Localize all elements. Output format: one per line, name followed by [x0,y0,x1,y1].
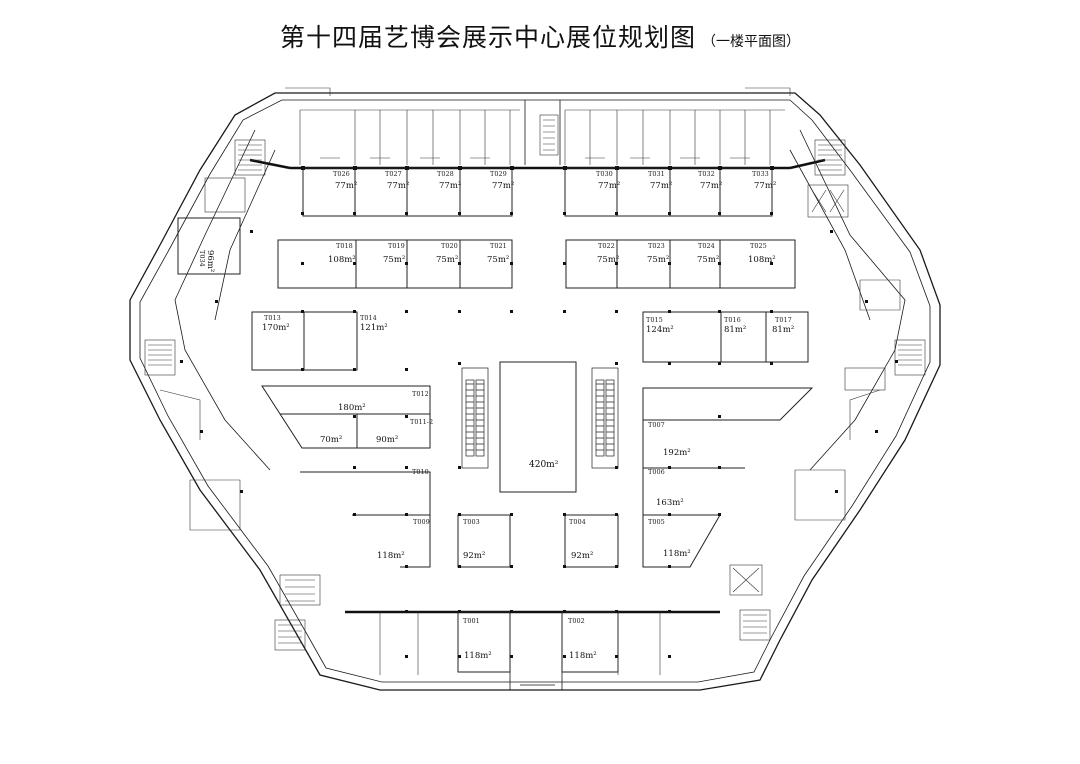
booth-code: T013 [264,314,281,322]
booth-area: 77m² [754,181,776,191]
booth-code: T015 [646,316,663,324]
top-shop-row [299,109,785,165]
booth-area: 77m² [492,181,514,191]
booth-area: 420m² [529,460,559,470]
booth-area: 75m² [647,255,669,265]
booth-area: 77m² [650,181,672,191]
booth-area: 77m² [700,181,722,191]
booths [177,167,814,675]
booth-code: T007 [648,421,665,429]
booth-code: T034 [198,250,206,267]
columns [180,166,898,658]
booth-area: 118m² [377,551,405,561]
booth-area: 92m² [463,551,485,561]
booth-code: T025 [750,242,767,250]
booth-code: T005 [648,518,665,526]
service-cores [144,114,926,651]
title-row: 第十四届艺博会展示中心展位规划图 （一楼平面图） [0,18,1080,54]
page-subtitle: （一楼平面图） [702,34,800,50]
building-outline [129,87,941,691]
booth-area: 118m² [569,651,597,661]
booth-area: 75m² [597,255,619,265]
booth-code: T024 [698,242,715,250]
booth-code: T011-2 [410,418,433,426]
booth-area: 75m² [383,255,405,265]
booth-area: 108m² [328,255,356,265]
booth-area: 77m² [335,181,357,191]
booth-code: T009 [413,518,430,526]
escalator-right [591,367,619,469]
booth-code: T026 [333,170,350,178]
booth-code: T023 [648,242,665,250]
booth-area: 163m² [656,498,684,508]
booth-area: 75m² [436,255,458,265]
booth-area: 75m² [697,255,719,265]
booth-code: T030 [596,170,613,178]
escalator-left [461,367,489,469]
booth-area: 77m² [598,181,620,191]
booth-code: T012 [412,390,429,398]
booth-code: T028 [437,170,454,178]
booth-code: T017 [775,316,792,324]
booth-code: T018 [336,242,353,250]
booth-area: 192m² [663,448,691,458]
booth-area: 118m² [663,549,691,559]
booth-area: 108m² [748,255,776,265]
booth-area: 70m² [320,435,342,445]
booth-area: 75m² [487,255,509,265]
booth-code: T029 [490,170,507,178]
booth-labels: T026 77m² T027 77m² T028 77m² T029 77m² … [198,170,794,661]
booth-code: T004 [569,518,586,526]
booth-area: 124m² [646,325,674,335]
booth-area: 180m² [338,403,366,413]
booth-code: T027 [385,170,402,178]
booth-code: T001 [463,617,480,625]
booth-area: 92m² [571,551,593,561]
page-title: 第十四届艺博会展示中心展位规划图 [279,23,696,52]
booth-area: 81m² [772,325,794,335]
booth-area: 77m² [387,181,409,191]
booth-area: 77m² [439,181,461,191]
booth-code: T031 [648,170,665,178]
booth-area: 118m² [464,651,492,661]
booth-code: T002 [568,617,585,625]
booth-area: 121m² [360,323,388,333]
booth-area: 96m² [205,250,215,272]
booth-code: T016 [724,316,741,324]
booth-code: T020 [441,242,458,250]
booth-area: 170m² [262,323,290,333]
booth-code: T006 [648,468,665,476]
booth-code: T003 [463,518,480,526]
booth-area: 90m² [376,435,398,445]
booth-code: T019 [388,242,405,250]
booth-code: T022 [598,242,615,250]
booth-code: T032 [698,170,715,178]
booth-code: T010 [412,468,429,476]
booth-code: T021 [490,242,507,250]
booth-area: 81m² [724,325,746,335]
booth-code: T014 [360,314,377,322]
booth-code: T033 [752,170,769,178]
